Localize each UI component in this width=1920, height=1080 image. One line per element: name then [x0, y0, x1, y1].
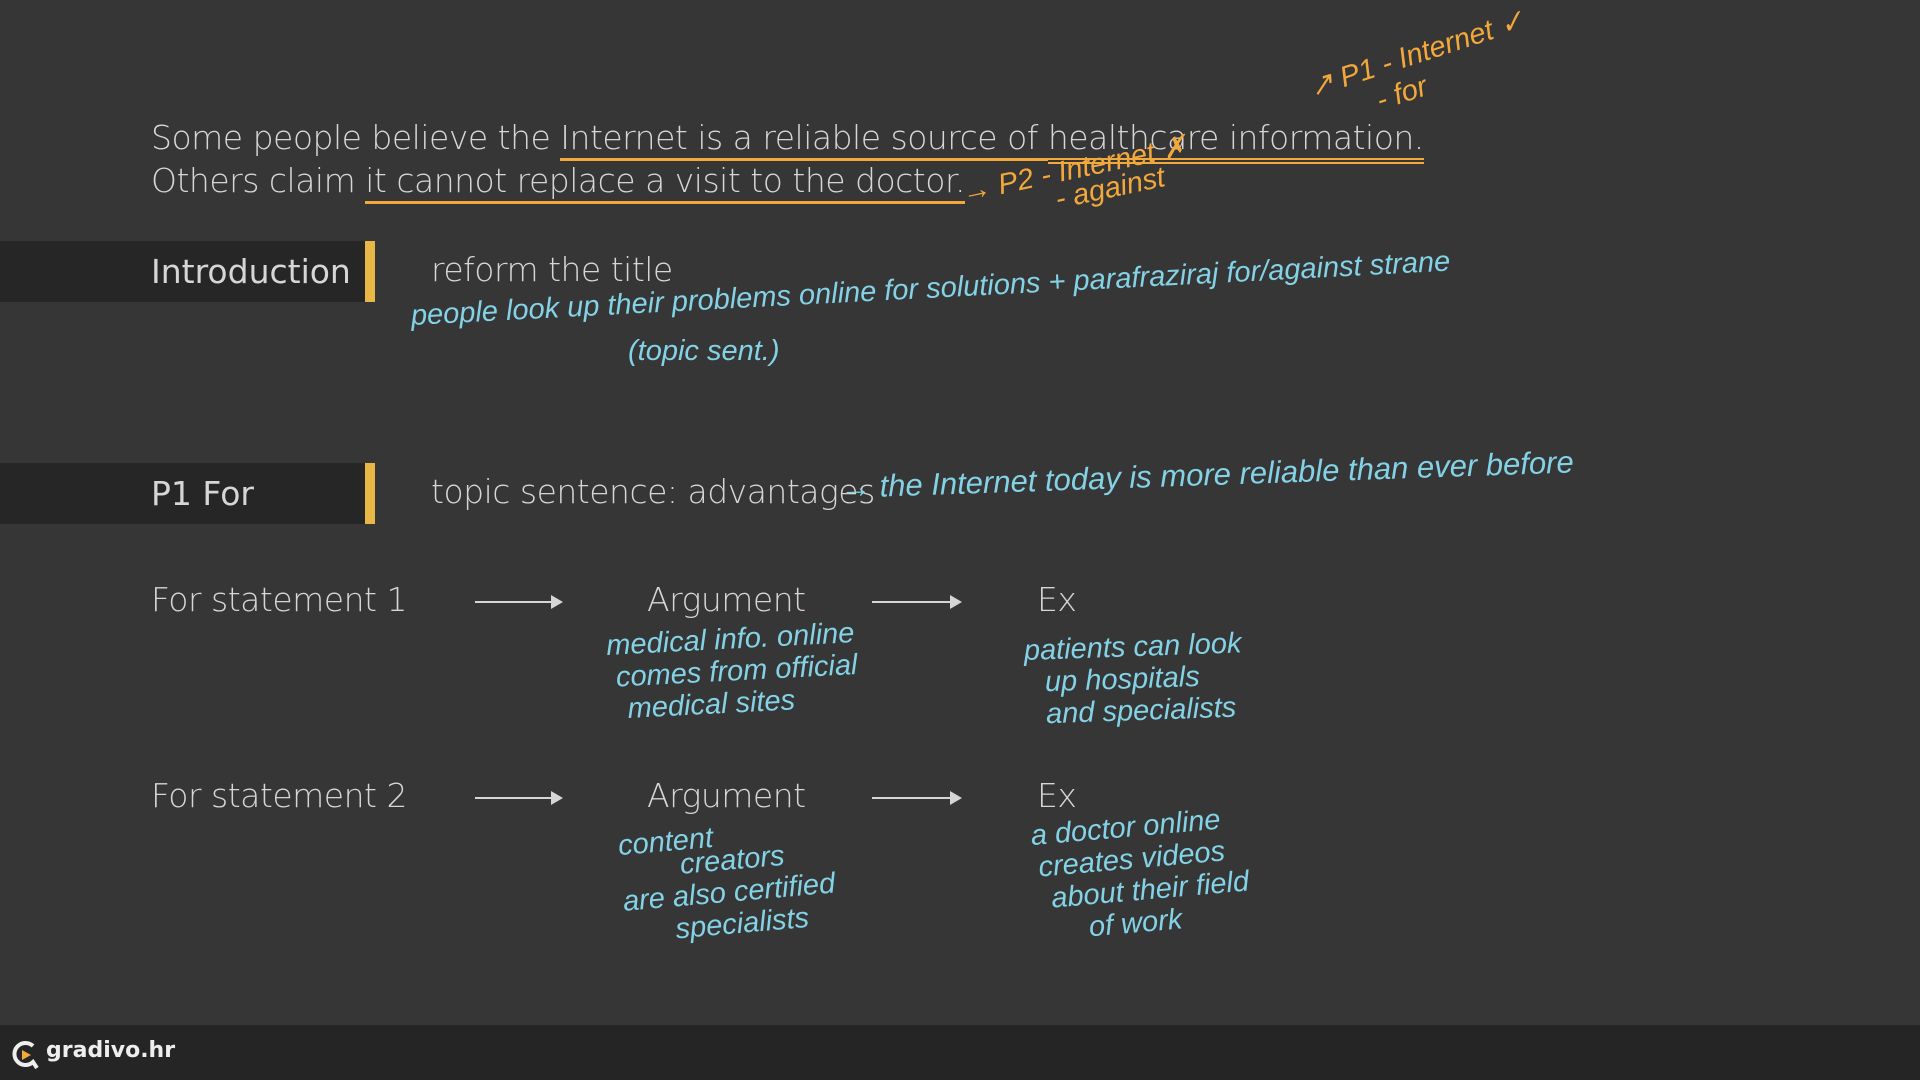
example-label: Ex: [1037, 776, 1077, 815]
note-text: P1 - Internet ✓: [1335, 4, 1529, 95]
statement-2-label: For statement 2: [151, 776, 407, 815]
underlined-phrase: it cannot replace a visit to the doctor.: [365, 161, 965, 204]
example-label: Ex: [1037, 580, 1077, 619]
brand-link[interactable]: gradivo.hr: [46, 1038, 176, 1063]
statement-1-label: For statement 1: [151, 580, 407, 619]
arrow-icon: [872, 791, 962, 805]
argument-label: Argument: [647, 580, 806, 619]
prompt-line-2: Others claim it cannot replace a visit t…: [151, 161, 965, 204]
p1-instruction: topic sentence: advantages: [431, 472, 875, 511]
section-band-p1: P1 For: [0, 463, 365, 524]
prompt-text: Some people believe the: [151, 118, 561, 157]
p1-annotation: ↗ P1 - Internet ✓- for: [1305, 4, 1529, 117]
section-marker: [365, 463, 375, 524]
footer-bar: gradivo.hr: [0, 1025, 1920, 1080]
underlined-phrase: healthcare information.: [1047, 118, 1424, 164]
example-1-note: patients can look up hospitals and speci…: [1023, 627, 1244, 731]
section-label: Introduction: [151, 252, 351, 291]
prompt-text: Others claim: [151, 161, 366, 200]
argument-label: Argument: [647, 776, 806, 815]
argument-1-note: medical info. online comes from official…: [605, 617, 859, 726]
p1-note: → the Internet today is more reliable th…: [839, 444, 1575, 505]
section-label: P1 For: [151, 474, 254, 513]
intro-instruction: reform the title: [431, 250, 673, 289]
argument-2-note: content creators are also certified spec…: [617, 812, 839, 950]
arrow-icon: [475, 595, 563, 609]
example-2-note: a doctor online creates videos about the…: [1029, 802, 1253, 948]
gradivo-logo-icon: [12, 1041, 39, 1070]
underlined-phrase: Internet is a reliable source of: [560, 118, 1048, 161]
arrow-icon: [475, 791, 563, 805]
intro-note-2: (topic sent.): [628, 335, 780, 367]
note-line: and specialists: [1045, 691, 1237, 731]
prompt-line-1: Some people believe the Internet is a re…: [151, 118, 1424, 164]
section-band-introduction: Introduction: [0, 241, 365, 302]
arrow-icon: [872, 595, 962, 609]
section-marker: [365, 241, 375, 302]
